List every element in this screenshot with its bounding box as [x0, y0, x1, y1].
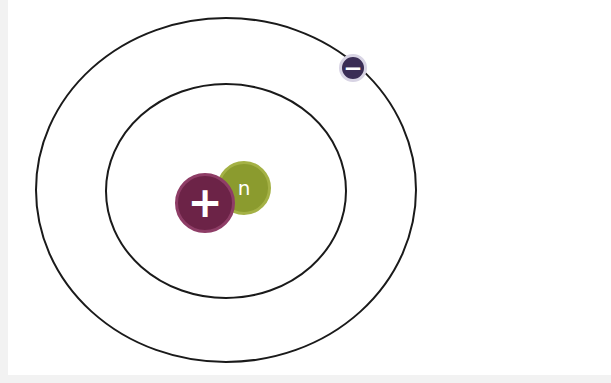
particle-symbol: n	[238, 178, 251, 198]
electron-circle: −	[339, 54, 367, 82]
circle-shape	[341, 56, 366, 81]
left-margin	[0, 0, 8, 383]
particle-symbol: +	[187, 182, 222, 224]
bottom-margin	[0, 375, 611, 383]
inner-orbit	[106, 84, 346, 298]
particle-symbol: −	[343, 57, 362, 80]
circle-shape	[177, 175, 234, 232]
proton-circle: +	[175, 173, 235, 233]
circle-shape	[219, 163, 270, 214]
outer-orbit	[36, 18, 416, 362]
